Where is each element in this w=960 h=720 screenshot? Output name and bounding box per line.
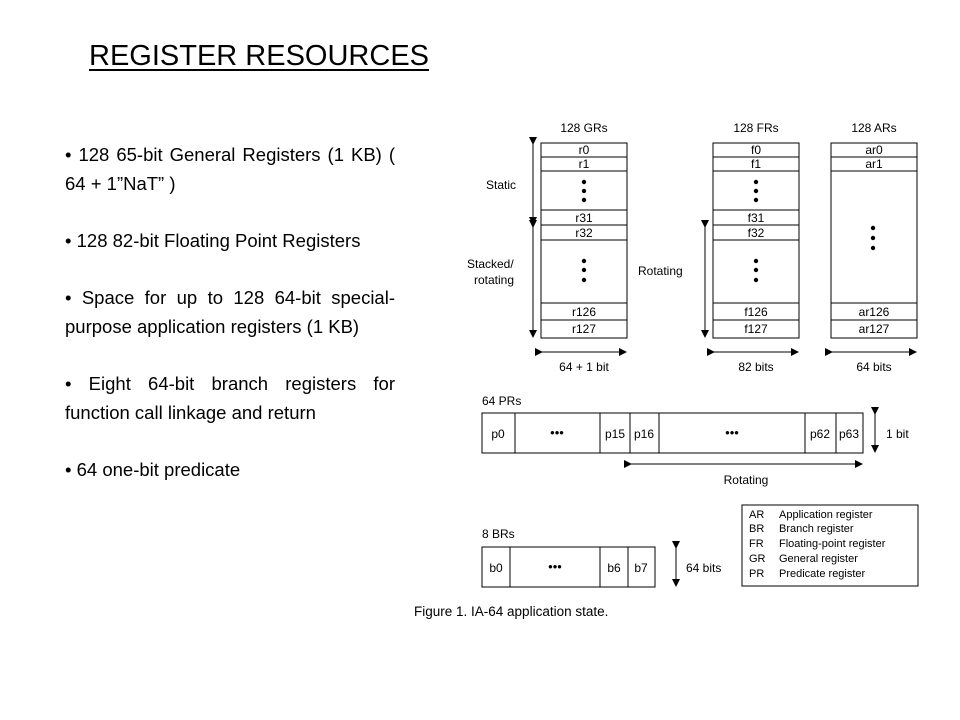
pr-cell: p16: [634, 427, 654, 441]
gr-cell: r31: [575, 211, 593, 225]
legend-text: Predicate register: [779, 568, 866, 580]
fr-width-label: 82 bits: [738, 360, 773, 374]
ar-header: 128 ARs: [851, 121, 896, 135]
gr-header: 128 GRs: [560, 121, 607, 135]
ar-register-stack: [830, 142, 918, 339]
fr-cell: f0: [751, 143, 761, 157]
ar-cell: ar126: [859, 305, 890, 319]
bullet-list: • 128 65-bit General Registers (1 KB) ( …: [65, 140, 395, 512]
legend-text: Branch register: [779, 523, 854, 535]
static-label: Static: [486, 178, 516, 192]
legend-text: Application register: [779, 509, 873, 521]
pr-ellipsis: •••: [725, 425, 739, 440]
legend-abbr: BR: [749, 523, 764, 535]
pr-register-row: [481, 412, 864, 454]
ar-width-label: 64 bits: [856, 360, 891, 374]
br-cell: b6: [607, 561, 621, 575]
fr-cell: f32: [748, 226, 765, 240]
pr-width-label: 1 bit: [886, 427, 909, 441]
bullet-general-registers: • 128 65-bit General Registers (1 KB) ( …: [65, 144, 395, 194]
legend-text: Floating-point register: [779, 538, 886, 550]
br-ellipsis: •••: [548, 559, 562, 574]
bullet-branch-registers: • Eight 64-bit branch registers for func…: [65, 373, 395, 423]
bullet-application-registers: • Space for up to 128 64-bit special-pur…: [65, 287, 395, 337]
fr-cell: f1: [751, 157, 761, 171]
legend-box: [741, 504, 919, 587]
ar-cell: ar127: [859, 322, 890, 336]
legend-abbr: PR: [749, 568, 764, 580]
fr-cell: f126: [744, 305, 768, 319]
br-cell: b0: [489, 561, 503, 575]
rotating-label: rotating: [474, 273, 514, 287]
ellipsis-dots: [581, 179, 876, 283]
pr-cell: p0: [491, 427, 505, 441]
fr-cell: f31: [748, 211, 765, 225]
br-header: 8 BRs: [482, 527, 515, 541]
pr-cell: p15: [605, 427, 625, 441]
bullet-floating-point-registers: • 128 82-bit Floating Point Registers: [65, 230, 361, 251]
ar-cell: ar0: [865, 143, 883, 157]
gr-width-label: 64 + 1 bit: [559, 360, 609, 374]
gr-cell: r126: [572, 305, 596, 319]
page-title: REGISTER RESOURCES: [89, 40, 429, 72]
pr-cell: p62: [810, 427, 830, 441]
gr-cell: r127: [572, 322, 596, 336]
fr-header: 128 FRs: [733, 121, 778, 135]
gr-cell: r32: [575, 226, 593, 240]
stacked-label: Stacked/: [467, 257, 514, 271]
br-cell: b7: [634, 561, 648, 575]
br-register-row: [481, 546, 656, 588]
legend-abbr: AR: [749, 509, 764, 521]
pr-rotating-label: Rotating: [724, 473, 769, 487]
figure-caption: Figure 1. IA-64 application state.: [414, 604, 608, 619]
legend-abbr: FR: [749, 538, 764, 550]
pr-ellipsis: •••: [550, 425, 564, 440]
br-width-label: 64 bits: [686, 561, 721, 575]
fr-rotating-label: Rotating: [638, 264, 683, 278]
bullet-predicate: • 64 one-bit predicate: [65, 459, 241, 480]
legend-abbr: GR: [749, 553, 766, 565]
pr-cell: p63: [839, 427, 859, 441]
pr-header: 64 PRs: [482, 394, 521, 408]
gr-cell: r1: [579, 157, 590, 171]
ar-cell: ar1: [865, 157, 883, 171]
legend-text: General register: [779, 553, 858, 565]
fr-cell: f127: [744, 322, 768, 336]
gr-cell: r0: [579, 143, 590, 157]
